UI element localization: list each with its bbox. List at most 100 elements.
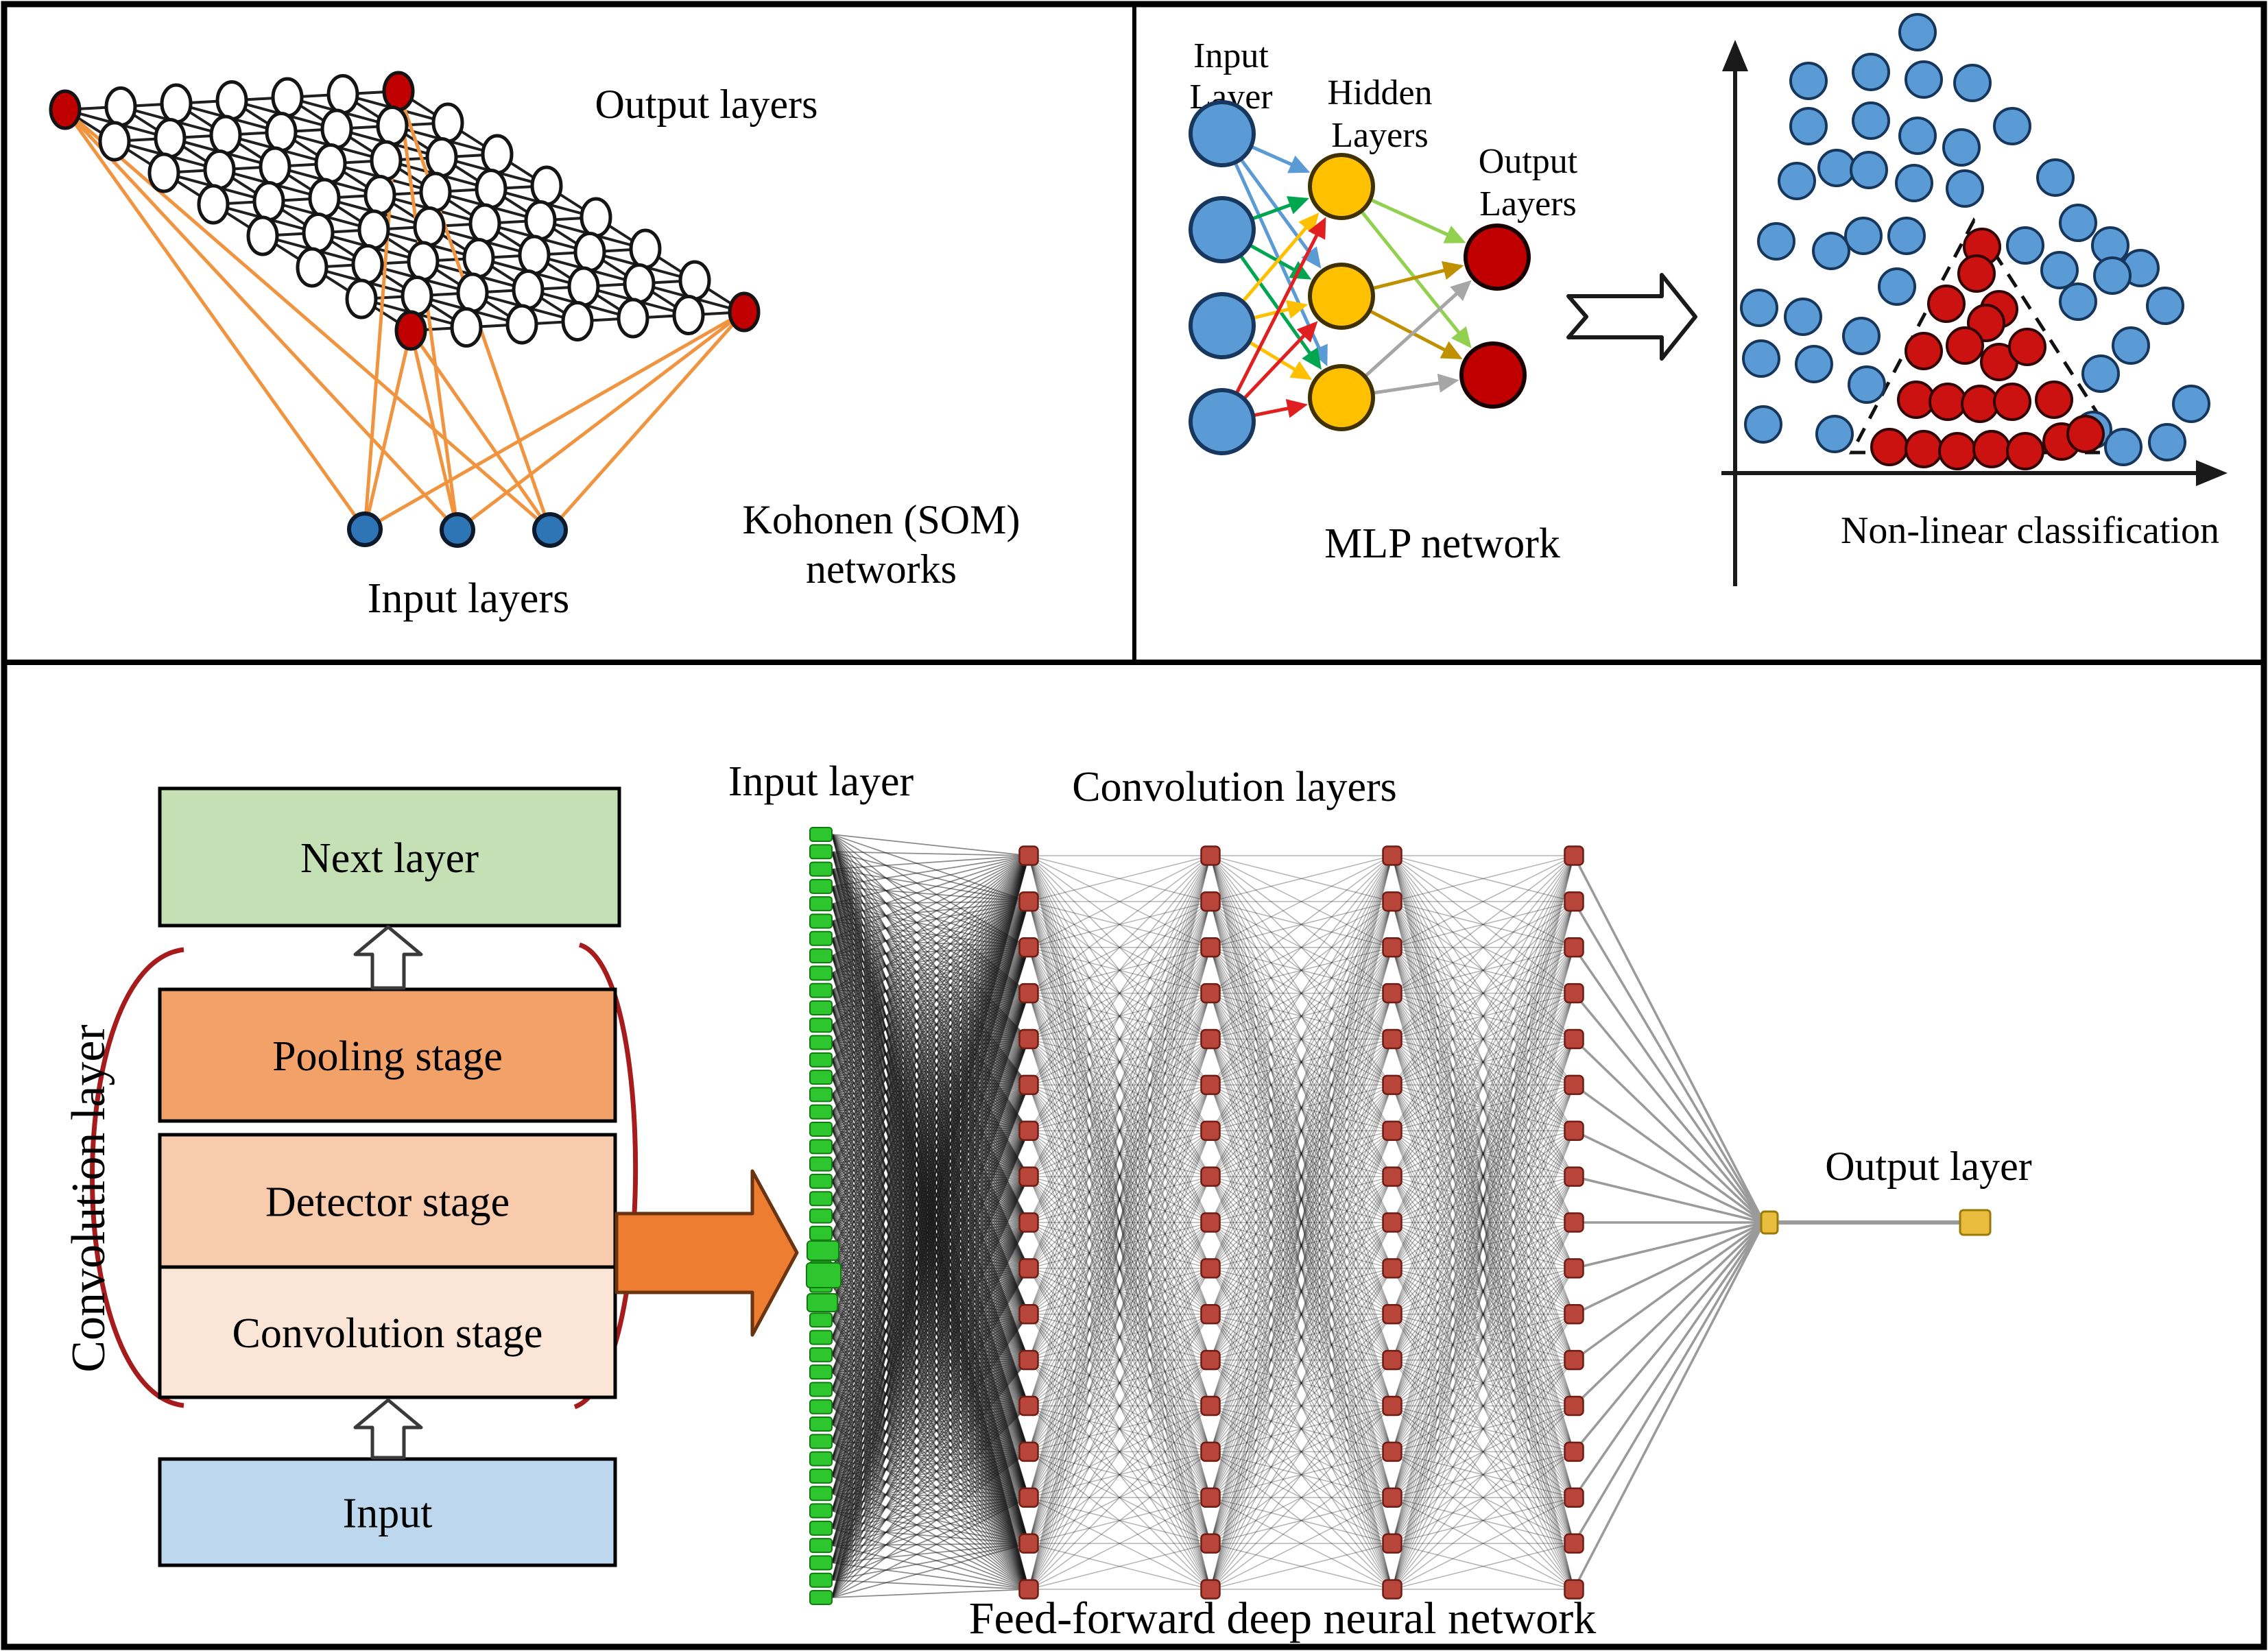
som-weight-link — [64, 108, 551, 531]
som-map-node — [265, 112, 298, 152]
dnn-input-node — [809, 1520, 833, 1536]
som-map-node — [475, 169, 508, 209]
class-a-dot — [1740, 289, 1778, 327]
som-map-node — [617, 298, 649, 339]
dnn-input-node — [809, 1347, 833, 1362]
som-map-node — [203, 149, 236, 190]
mlp-arrowhead-icon — [1285, 300, 1309, 319]
mlp-connection — [1372, 267, 1448, 290]
dnn-conv-node — [1564, 1258, 1584, 1279]
dnn-conv-node — [1382, 1212, 1402, 1233]
mlp-caption: MLP network — [1324, 520, 1560, 567]
class-a-dot — [2112, 326, 2150, 365]
dnn-output-nodes — [1760, 1209, 1992, 1236]
dnn-input-node — [809, 1329, 833, 1345]
dnn-input-node — [809, 1052, 833, 1068]
som-input-nodes — [347, 511, 568, 548]
mlp-connection — [1254, 406, 1292, 417]
mlp-output-label-2: Layers — [1479, 184, 1576, 224]
som-weight-link — [456, 311, 745, 531]
dnn-input-layer-label: Input layer — [728, 758, 914, 805]
dnn-conv-node — [1564, 891, 1584, 912]
scatter-x-axis-arrowhead-icon — [2196, 460, 2228, 486]
class-a-dot — [2093, 256, 2132, 295]
dnn-input-node — [809, 1503, 833, 1519]
class-a-dot — [1898, 117, 1937, 155]
dnn-conv-node — [1200, 1166, 1221, 1187]
som-map-node — [567, 266, 600, 307]
mlp-nodes — [1189, 100, 1531, 455]
som-map-node — [431, 102, 464, 143]
mlp-hidden-label-1: Hidden — [1327, 73, 1432, 112]
som-map-node — [370, 140, 403, 181]
dnn-output-fan — [1573, 855, 1765, 1590]
dnn-input-node — [809, 1173, 833, 1189]
dnn-conv-node — [1564, 1212, 1584, 1233]
dnn-conv-node — [1382, 1166, 1402, 1187]
transform-block-arrow-icon — [1566, 273, 1697, 361]
class-b-dot — [2035, 381, 2073, 419]
dnn-conv-node — [1564, 1579, 1584, 1600]
som-weight-link — [549, 311, 745, 531]
flow-box-label: Detector stage — [265, 1179, 510, 1226]
dnn-conv-node — [1382, 1487, 1402, 1508]
dnn-input-node — [809, 1035, 833, 1050]
som-grid-nodes — [49, 71, 761, 351]
dnn-conv-node — [1018, 1533, 1039, 1554]
left-red-brace — [90, 947, 184, 1408]
mlp-connection — [1252, 202, 1295, 221]
dnn-conv-node — [1564, 845, 1584, 866]
dnn-input-node — [809, 1434, 833, 1449]
dnn-conv-node — [1564, 1120, 1584, 1141]
class-a-dot — [1789, 62, 1828, 100]
dnn-dense-lines — [831, 834, 1575, 1598]
class-a-dot — [1946, 169, 1984, 208]
som-map-node — [345, 278, 378, 320]
dnn-conv-node — [1382, 845, 1402, 866]
som-map-node — [518, 234, 551, 276]
dnn-conv-layers-label: Convolution layers — [1072, 764, 1397, 810]
dnn-input-node — [809, 983, 833, 998]
som-winner-node — [382, 71, 415, 112]
som-map-node — [468, 203, 501, 244]
dnn-input-node — [809, 1225, 833, 1241]
mlp-hidden-node — [1308, 263, 1375, 330]
dnn-input-node — [809, 1572, 833, 1588]
som-map-node — [450, 307, 483, 348]
class-a-dot — [2006, 226, 2044, 265]
mlp-arrowhead-icon — [1285, 399, 1308, 418]
som-weight-link — [363, 310, 745, 531]
scatter-panel: Non-linear classification — [1721, 13, 2228, 586]
dnn-conv-node — [1018, 1304, 1039, 1325]
dnn-input-node — [809, 1468, 833, 1484]
class-a-dot — [2059, 204, 2097, 242]
class-b-dot — [2008, 328, 2046, 366]
dnn-conv-node — [1564, 937, 1584, 958]
som-map-node — [215, 80, 248, 121]
dnn-conv-node — [1200, 1212, 1221, 1233]
som-panel: Output layers Kohonen (SOM) networks Inp… — [49, 71, 1020, 622]
mlp-arrowhead-icon — [1437, 373, 1459, 393]
class-a-dot — [1844, 217, 1883, 255]
mlp-hidden-label-2: Layers — [1331, 116, 1428, 155]
class-b-dot — [1929, 383, 1967, 421]
som-weight-link — [63, 108, 367, 531]
som-map-node — [197, 184, 230, 225]
som-map-node — [678, 260, 711, 301]
dnn-conv-node — [1382, 1304, 1402, 1325]
som-weight-link — [64, 108, 459, 531]
dnn-input-node — [809, 1104, 833, 1120]
dnn-converge-node — [1760, 1210, 1779, 1235]
dnn-conv-node — [1200, 1441, 1221, 1462]
dnn-conv-columns — [1018, 845, 1584, 1600]
class-a-dot — [1812, 232, 1850, 270]
dnn-input-node — [809, 1555, 833, 1571]
dnn-conv-node — [1564, 983, 1584, 1004]
class-b-dot — [2066, 415, 2105, 453]
dnn-conv-node — [1018, 1349, 1039, 1371]
class-b-dot — [1905, 430, 1943, 468]
class-b-dot — [1905, 332, 1943, 370]
dnn-output-layer-label: Output layer — [1825, 1144, 2032, 1189]
